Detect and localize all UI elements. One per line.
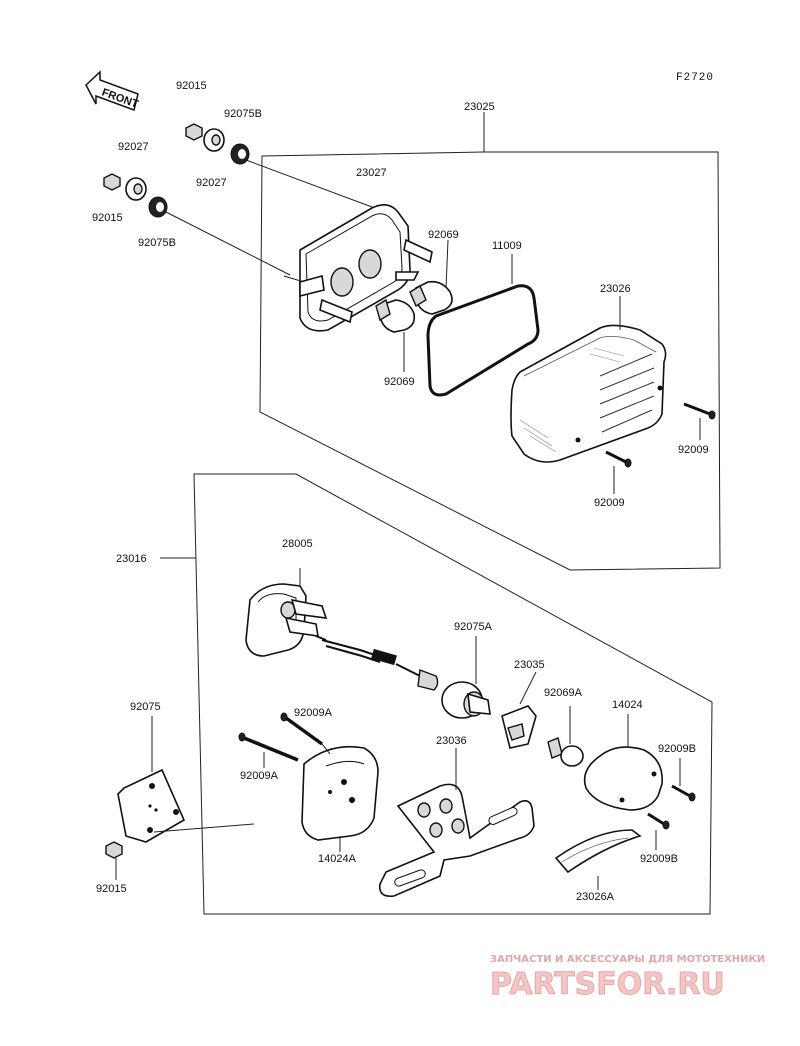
screw-92009-right (683, 402, 716, 420)
nut-92015-top (185, 123, 203, 141)
watermark-tagline: ЗАПЧАСТИ И АКСЕССУАРЫ ДЛЯ МОТОТЕХНИКИ (490, 954, 765, 965)
label-92015: 92015 (176, 80, 207, 92)
screw-92009a-lower (238, 732, 299, 768)
label-14024: 14024 (612, 699, 643, 711)
label-23016: 23016 (116, 553, 147, 565)
screw-92009-lower (605, 450, 632, 468)
screw-92009b-right (671, 758, 696, 802)
label-11009: 11009 (492, 240, 522, 252)
housing-14024 (583, 714, 663, 811)
label-92027: 92027 (118, 141, 149, 153)
watermark-logo: PARTSFOR.RU (490, 967, 725, 1002)
label-92009a: 92009A (294, 707, 333, 719)
bracket-23036 (378, 748, 535, 898)
label-14024a: 14024A (318, 853, 357, 865)
label-23027: 23027 (356, 167, 387, 179)
nut-92015-left (103, 173, 121, 191)
bulb-92069a (547, 706, 584, 767)
front-arrow-icon: FRONT (85, 70, 140, 111)
label-92075a: 92075A (454, 621, 493, 633)
label-92009a: 92009A (240, 770, 279, 782)
label-92009b: 92009B (658, 743, 696, 755)
socket-23035 (501, 671, 537, 749)
label-92075: 92075 (130, 701, 161, 713)
label-23025: 23025 (464, 101, 495, 113)
bulb-92069-lower (375, 298, 416, 333)
grommet-92075a (441, 636, 491, 719)
screw-92009b-lower (647, 812, 670, 850)
lens-23026 (510, 296, 667, 463)
washer-92027-left (125, 177, 147, 201)
label-92075b: 92075B (138, 237, 176, 249)
label-23036: 23036 (436, 735, 467, 747)
wire-harness (315, 635, 439, 691)
assembly-23016-outline (160, 473, 713, 915)
assembly-23025-outline (259, 112, 721, 571)
watermark: ЗАПЧАСТИ И АКСЕССУАРЫ ДЛЯ МОТОТЕХНИКИ PA… (490, 954, 765, 1002)
label-28005: 28005 (282, 538, 313, 550)
label-23035: 23035 (514, 659, 545, 671)
label-92015: 92015 (96, 883, 127, 895)
diagram-code: F2720 (676, 72, 714, 84)
plate-92075 (117, 716, 255, 843)
label-92075b: 92075B (224, 108, 262, 120)
label-92069: 92069 (428, 229, 459, 241)
grommet-92075b-left (148, 196, 168, 218)
gasket-11009 (426, 254, 540, 397)
label-92027: 92027 (196, 177, 227, 189)
part-labels: 92015 92075B 92027 92027 92015 92075B 23… (92, 80, 709, 903)
lamp-base-23027 (283, 204, 433, 332)
nut-92015-lower (105, 841, 123, 880)
label-92069a: 92069A (544, 687, 583, 699)
label-92009b: 92009B (640, 853, 678, 865)
label-92009: 92009 (594, 497, 625, 509)
label-92069: 92069 (384, 376, 415, 388)
lens-23026a (554, 829, 642, 890)
screw-92009a-upper (280, 712, 331, 755)
label-23026a: 23026A (576, 891, 615, 903)
socket-28005 (245, 568, 328, 657)
grommet-92075b-top (230, 143, 250, 165)
housing-14024a (301, 745, 379, 852)
label-92009: 92009 (678, 444, 709, 456)
label-23026: 23026 (600, 283, 631, 295)
bulb-92069-upper (409, 280, 453, 315)
label-92015: 92015 (92, 212, 123, 224)
washer-92027-top (203, 128, 225, 152)
